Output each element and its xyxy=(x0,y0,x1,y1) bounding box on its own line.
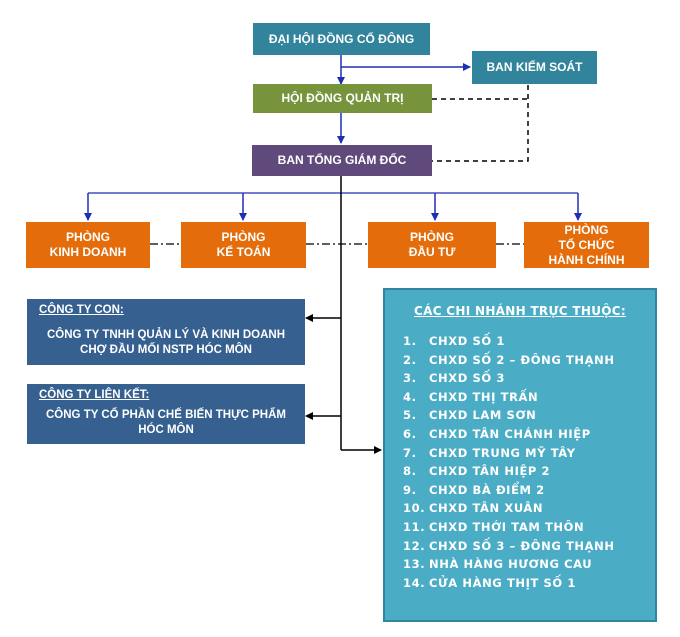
list-item: 12.CHXD SỐ 3 – ĐÔNG THẠNH xyxy=(403,537,615,556)
list-item-label: CHXD SỐ 1 xyxy=(429,334,505,348)
dept-admin-line-1: PHÒNG xyxy=(564,222,609,237)
subsidiary-header: CÔNG TY CON: xyxy=(39,304,124,316)
list-item-label: CHXD SỐ 3 xyxy=(429,371,505,386)
branches-box: CÁC CHI NHÁNH TRỰC THUỘC: 1. CHXD SỐ 1 2.… xyxy=(383,288,657,622)
list-item: 14.CỬA HÀNG THỊT SỐ 1 xyxy=(403,574,615,593)
branches-title: CÁC CHI NHÁNH TRỰC THUỘC: xyxy=(414,304,626,318)
list-item-label: CHXD SỐ 3 – ĐÔNG THẠNH xyxy=(429,538,615,553)
affiliate-line-1: CÔNG TY CỔ PHẦN CHẾ BIẾN THỰC PHẨM xyxy=(46,409,286,421)
affiliate-header: CÔNG TY LIÊN KẾT: xyxy=(39,389,150,401)
list-item-number: 9. xyxy=(403,482,417,497)
list-item-label: CHXD TÂN HIỆP 2 xyxy=(429,464,551,479)
list-item: 13.NHÀ HÀNG HƯƠNG CAU xyxy=(403,555,615,574)
dept-admin-line-3: HÀNH CHÍNH xyxy=(548,252,625,267)
dept-investment-box: PHÒNG ĐẦU TƯ xyxy=(368,222,496,268)
shareholders-box: ĐẠI HỘI ĐỒNG CỔ ĐÔNG xyxy=(253,23,430,55)
list-item-number: 11. xyxy=(403,519,426,534)
dept-admin-box: PHÒNG TỔ CHỨC HÀNH CHÍNH xyxy=(524,222,649,268)
list-item-number: 3. xyxy=(403,371,417,386)
dept-admin-line-2: TỔ CHỨC xyxy=(558,237,615,252)
branches-list: 1. CHXD SỐ 1 2. CHXD SỐ 2 – ĐÔNG THẠNH 3. C… xyxy=(403,332,615,592)
subsidiary-line-2: CHỢ ĐẦU MỐI NSTP HÓC MÔN xyxy=(80,344,252,356)
list-item-number: 1. xyxy=(403,334,417,348)
list-item-label: CHXD TÂN XUÂN xyxy=(429,501,544,516)
list-item-label: CHXD THỚI TAM THÔN xyxy=(429,519,585,534)
list-item-number: 5. xyxy=(403,408,417,423)
list-item-label: CHXD TÂN CHÁNH HIỆP xyxy=(429,426,591,441)
list-item: 2. CHXD SỐ 2 – ĐÔNG THẠNH xyxy=(403,351,615,370)
list-item-number: 10. xyxy=(403,501,426,516)
list-item-label: CHXD TRUNG MỸ TÂY xyxy=(429,445,576,460)
subsidiary-box: CÔNG TY CON: CÔNG TY TNHH QUẢN LÝ VÀ KIN… xyxy=(27,299,305,365)
board-box: HỘI ĐỒNG QUẢN TRỊ xyxy=(253,84,432,113)
dept-accounting-box: PHÒNG KẾ TOÁN xyxy=(181,222,306,268)
affiliate-line-2: HÓC MÔN xyxy=(138,424,194,436)
list-item: 1. CHXD SỐ 1 xyxy=(403,332,615,351)
dept-investment-line-1: PHÒNG xyxy=(409,230,454,244)
list-item: 4. CHXD THỊ TRẤN xyxy=(403,388,615,407)
affiliate-box: CÔNG TY LIÊN KẾT: CÔNG TY CỔ PHẦN CHẾ BI… xyxy=(27,384,305,444)
list-item-label: CHXD BÀ ĐIỂM 2 xyxy=(429,482,545,497)
list-item-number: 4. xyxy=(403,389,417,404)
list-item-label: CỬA HÀNG THỊT SỐ 1 xyxy=(429,575,577,590)
list-item: 5. CHXD LAM SƠN xyxy=(403,406,615,425)
list-item-number: 13. xyxy=(403,557,426,572)
list-item: 11.CHXD THỚI TAM THÔN xyxy=(403,518,615,537)
list-item-label: NHÀ HÀNG HƯƠNG CAU xyxy=(429,557,593,572)
list-item-number: 7. xyxy=(403,445,417,460)
dept-investment-line-2: ĐẦU TƯ xyxy=(408,245,456,259)
list-item: 7. CHXD TRUNG MỸ TÂY xyxy=(403,444,615,463)
list-item-label: CHXD THỊ TRẤN xyxy=(429,389,539,404)
dept-sales-line-2: KINH DOANH xyxy=(49,245,127,259)
list-item-label: CHXD SỐ 2 – ĐÔNG THẠNH xyxy=(429,352,615,367)
list-item-number: 8. xyxy=(403,464,417,479)
dept-sales-box: PHÒNG KINH DOANH xyxy=(26,222,150,268)
list-item: 6. CHXD TÂN CHÁNH HIỆP xyxy=(403,425,615,444)
dept-accounting-line-1: PHÒNG xyxy=(221,230,266,244)
list-item-number: 6. xyxy=(403,426,417,441)
list-item-number: 2. xyxy=(403,352,417,367)
subsidiary-line-1: CÔNG TY TNHH QUẢN LÝ VÀ KINH DOANH xyxy=(46,329,286,341)
list-item-number: 12. xyxy=(403,538,426,553)
directors-box: BAN TỔNG GIÁM ĐỐC xyxy=(252,145,432,176)
dept-sales-line-1: PHÒNG xyxy=(65,230,110,244)
list-item-label: CHXD LAM SƠN xyxy=(429,408,537,423)
dashed-supervisory-links xyxy=(432,85,529,162)
supervisory-box: BAN KIỂM SOÁT xyxy=(472,51,597,84)
list-item: 3. CHXD SỐ 3 xyxy=(403,369,615,388)
list-item: 9. CHXD BÀ ĐIỂM 2 xyxy=(403,481,615,500)
list-item-number: 14. xyxy=(403,575,426,590)
list-item: 10.CHXD TÂN XUÂN xyxy=(403,499,615,518)
dept-accounting-line-2: KẾ TOÁN xyxy=(216,245,271,259)
list-item: 8. CHXD TÂN HIỆP 2 xyxy=(403,462,615,481)
